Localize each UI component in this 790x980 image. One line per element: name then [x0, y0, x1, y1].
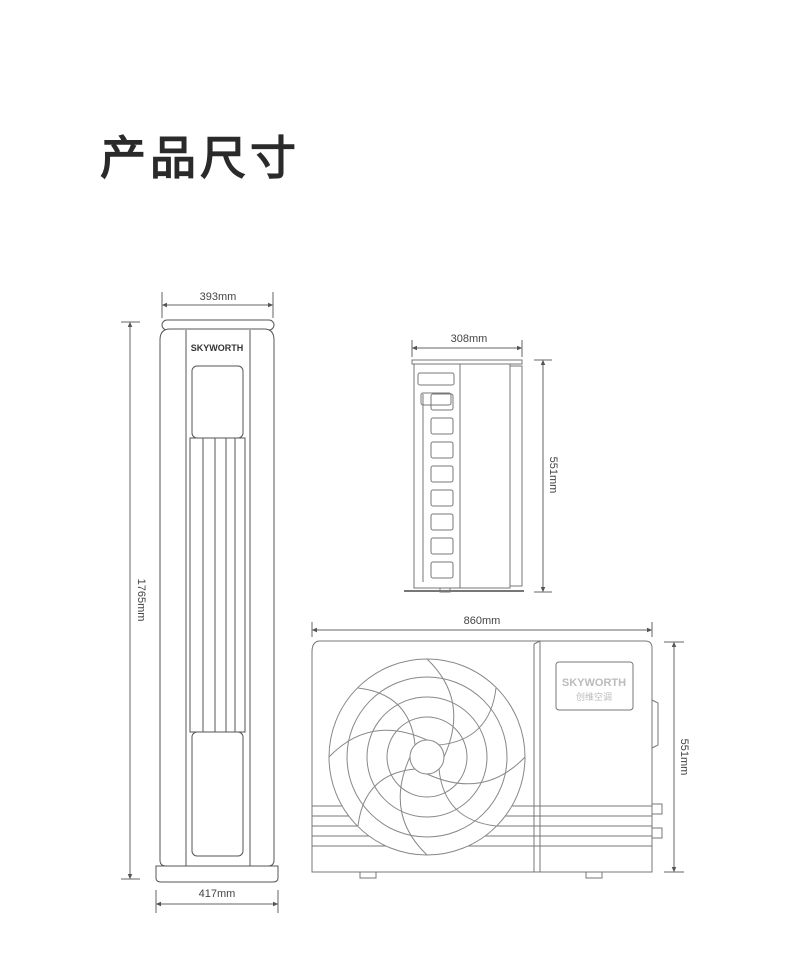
indoor-unit [155, 319, 279, 883]
page-title: 产品尺寸 [100, 131, 300, 185]
outdoor-front-dimension-lines [311, 622, 684, 873]
outdoor-side-depth-label: 308mm [451, 333, 488, 345]
fan-icon [328, 658, 526, 856]
indoor-height-label: 1765mm [135, 579, 147, 622]
outdoor-brand-logo: SKYWORTH [562, 677, 626, 689]
outdoor-brand-sub: 创维空调 [576, 691, 612, 703]
indoor-body [159, 328, 275, 867]
outdoor-brand-plate [555, 661, 634, 711]
indoor-base [155, 865, 279, 883]
outdoor-side-back [509, 365, 523, 587]
outdoor-side-dimension-lines [411, 340, 552, 593]
indoor-width-top-label: 393mm [200, 291, 237, 303]
outdoor-front-width-label: 860mm [464, 615, 501, 627]
outdoor-side-body [459, 363, 511, 589]
outdoor-side-height-label: 551mm [547, 457, 559, 494]
indoor-width-base-label: 417mm [199, 888, 236, 900]
indoor-lower-panel [191, 731, 244, 857]
outdoor-side-view [404, 359, 524, 593]
indoor-brand-logo: SKYWORTH [191, 343, 244, 353]
outdoor-side-top [411, 359, 523, 365]
outdoor-front-height-label: 551mm [678, 739, 690, 776]
indoor-dimension-lines [121, 292, 279, 913]
